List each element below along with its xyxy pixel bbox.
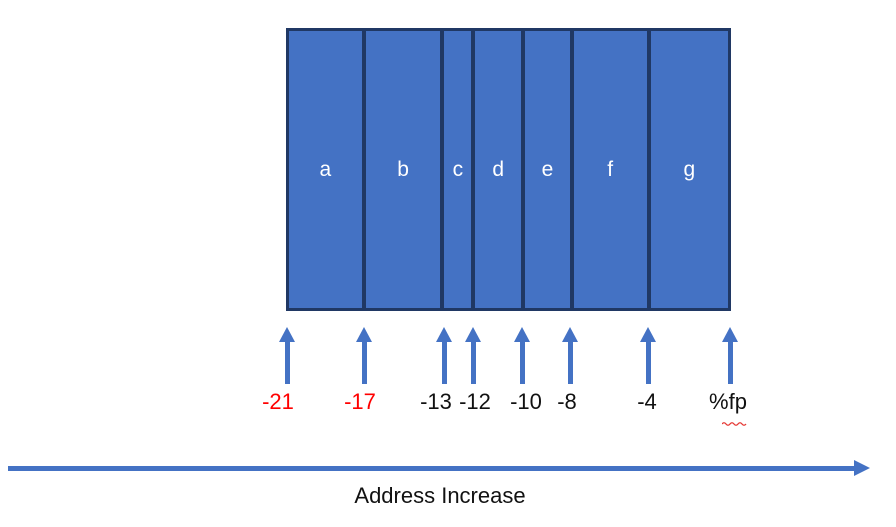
memory-segment-f: f: [569, 31, 647, 308]
segment-label: f: [607, 157, 614, 181]
up-arrow-icon: [514, 327, 530, 384]
memory-segment-c: c: [440, 31, 471, 308]
arrow-head: [640, 327, 656, 342]
up-arrow-icon: [436, 327, 452, 384]
arrow-stem: [470, 342, 476, 384]
offset-label: -13: [420, 389, 452, 414]
address-axis-arrow-head: [854, 460, 870, 476]
arrow-head: [436, 327, 452, 342]
offset-label: -12: [459, 389, 491, 414]
segment-label: e: [541, 157, 554, 181]
arrow-head: [356, 327, 372, 342]
memory-segment-a: a: [289, 31, 362, 308]
arrow-stem: [567, 342, 573, 384]
offset-label: -21: [262, 389, 294, 414]
segment-label: c: [452, 157, 464, 181]
segment-label: d: [492, 157, 505, 181]
arrow-head: [722, 327, 738, 342]
up-arrow-icon: [640, 327, 656, 384]
arrow-stem: [441, 342, 447, 384]
segment-label: b: [397, 157, 409, 181]
memory-segment-d: d: [471, 31, 521, 308]
memory-segment-b: b: [361, 31, 441, 308]
up-arrow-icon: [562, 327, 578, 384]
memory-box: a b c d e f g: [286, 28, 731, 311]
offset-label: -4: [637, 389, 657, 414]
arrow-head: [514, 327, 530, 342]
up-arrow-icon: [279, 327, 295, 384]
up-arrow-icon: [722, 327, 738, 384]
arrow-stem: [361, 342, 367, 384]
arrow-stem: [727, 342, 733, 384]
spellcheck-squiggle-icon: [721, 413, 748, 426]
address-axis-arrow-stem: [8, 466, 856, 471]
axis-label: Address Increase: [354, 483, 526, 508]
offset-label: -17: [344, 389, 376, 414]
arrow-head: [562, 327, 578, 342]
arrow-stem: [645, 342, 651, 384]
up-arrow-icon: [356, 327, 372, 384]
up-arrow-icon: [465, 327, 481, 384]
memory-segment-e: e: [521, 31, 570, 308]
arrow-stem: [284, 342, 290, 384]
offset-label: -8: [557, 389, 577, 414]
segment-label: g: [683, 157, 696, 181]
segment-label: a: [319, 157, 332, 181]
offset-label: -10: [510, 389, 542, 414]
memory-segment-g: g: [646, 31, 728, 308]
arrow-head: [465, 327, 481, 342]
offset-label-fp: %fp: [709, 389, 747, 414]
arrow-stem: [519, 342, 525, 384]
arrow-head: [279, 327, 295, 342]
